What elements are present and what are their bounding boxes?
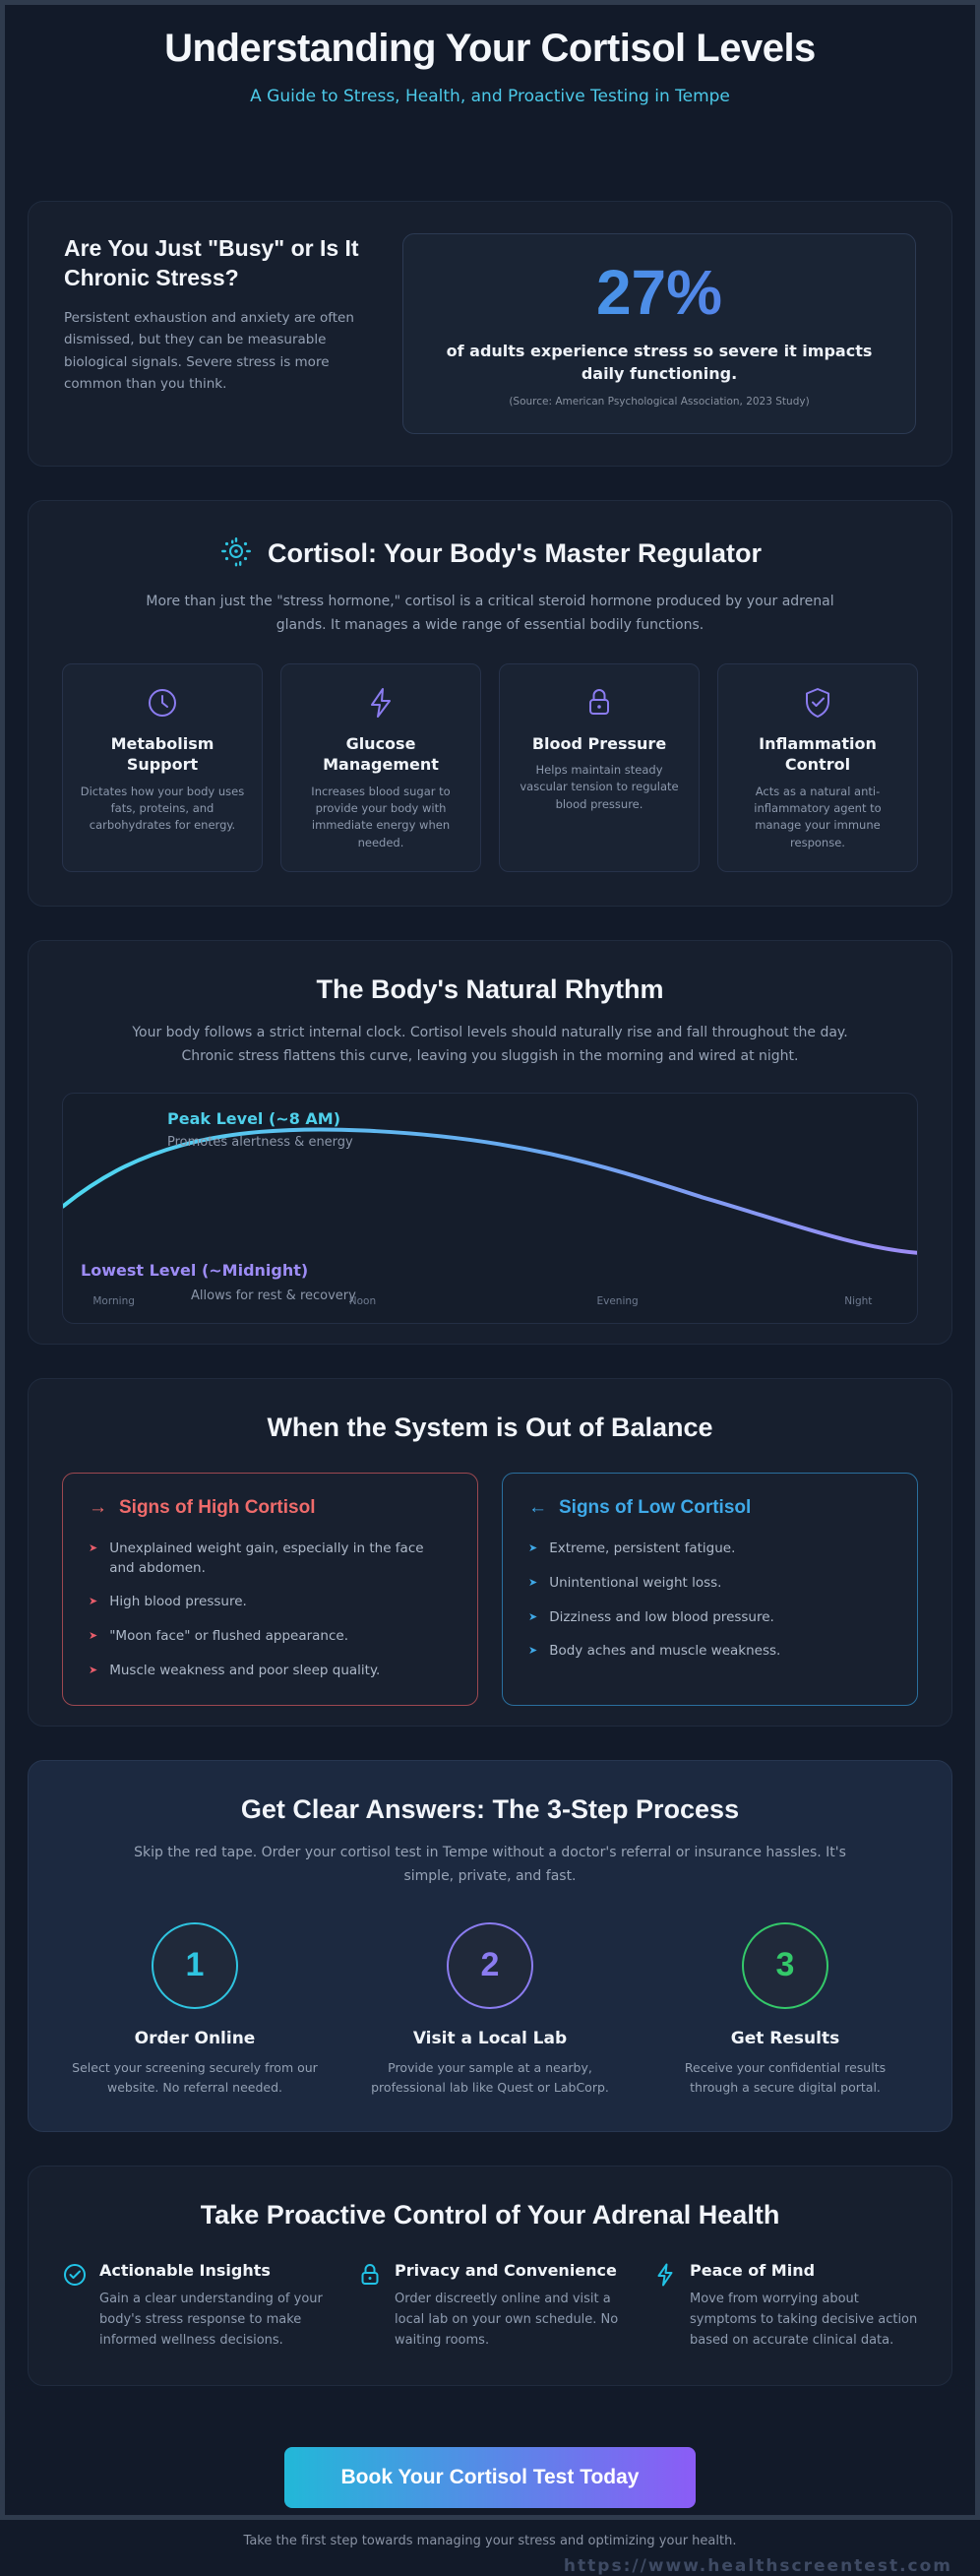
clock-icon — [77, 684, 248, 722]
triangle-bullet-icon: ➤ — [89, 1595, 98, 1608]
cortisol-rhythm-chart: Peak Level (~8 AM) Promotes alertness & … — [62, 1092, 918, 1324]
intro-body: Persistent exhaustion and anxiety are of… — [64, 309, 354, 392]
high-cortisol-title: Signs of High Cortisol — [119, 1496, 316, 1518]
lock-icon — [514, 684, 685, 722]
triangle-bullet-icon: ➤ — [528, 1644, 538, 1658]
feature-privacy-convenience: Privacy and Convenience Order discreetly… — [357, 2260, 623, 2352]
x-axis-label-morning: Morning — [92, 1294, 135, 1307]
step-get-results: 3 Get Results Receive your confidential … — [652, 1921, 918, 2098]
step-order-online: 1 Order Online Select your screening sec… — [62, 1921, 328, 2098]
list-item: ➤Unexplained weight gain, especially in … — [89, 1539, 452, 1579]
step-title: Get Results — [730, 2028, 840, 2048]
cortisol-curve — [63, 1127, 917, 1255]
process-body: Skip the red tape. Order your cortisol t… — [134, 1844, 846, 1885]
intro-heading: Are You Just "Busy" or Is It Chronic Str… — [64, 235, 359, 291]
card-title: Metabolism Support — [110, 733, 214, 775]
lightning-icon — [652, 2260, 678, 2352]
molecule-icon — [218, 534, 254, 574]
triangle-bullet-icon: ➤ — [528, 1575, 538, 1589]
card-title: Glucose Management — [323, 733, 439, 775]
feature-peace-of-mind: Peace of Mind Move from worrying about s… — [652, 2260, 918, 2352]
step-number-badge: 1 — [152, 1921, 238, 2009]
page-title: Understanding Your Cortisol Levels — [164, 27, 816, 70]
shield-check-icon — [732, 684, 903, 722]
lowest-level-label: Lowest Level (~Midnight) — [81, 1260, 309, 1280]
peak-level-sublabel: Promotes alertness & energy — [167, 1134, 353, 1150]
card-metabolism-support: Metabolism Support Dictates how your bod… — [62, 662, 263, 872]
section-rhythm: The Body's Natural Rhythm Your body foll… — [28, 939, 952, 1345]
list-item: ➤Extreme, persistent fatigue. — [528, 1539, 891, 1559]
rhythm-heading: The Body's Natural Rhythm — [316, 974, 664, 1004]
rhythm-body: Your body follows a strict internal cloc… — [132, 1024, 848, 1065]
section-process: Get Clear Answers: The 3-Step Process Sk… — [28, 1759, 952, 2132]
balance-heading: When the System is Out of Balance — [267, 1412, 713, 1442]
lowest-level-sublabel: Allows for rest & recovery — [191, 1288, 356, 1303]
cta-tagline: Take the first step towards managing you… — [243, 2533, 737, 2548]
book-test-button[interactable]: Book Your Cortisol Test Today — [283, 2446, 697, 2508]
step-visit-lab: 2 Visit a Local Lab Provide your sample … — [357, 1921, 623, 2098]
step-body: Receive your confidential results throug… — [684, 2059, 887, 2095]
triangle-bullet-icon: ➤ — [89, 1664, 98, 1677]
feature-title: Peace of Mind — [690, 2260, 816, 2280]
stat-card: 27% of adults experience stress so sever… — [402, 233, 916, 434]
feature-body: Order discreetly online and visit a loca… — [395, 2292, 619, 2348]
check-circle-icon — [62, 2260, 88, 2352]
low-cortisol-panel: ← Signs of Low Cortisol ➤Extreme, persis… — [502, 1472, 918, 1706]
card-body: Dictates how your body uses fats, protei… — [80, 784, 245, 833]
lightning-icon — [295, 684, 466, 722]
stat-value: 27% — [433, 259, 886, 326]
feature-title: Privacy and Convenience — [395, 2260, 617, 2280]
regulator-body: More than just the "stress hormone," cor… — [146, 593, 834, 634]
triangle-bullet-icon: ➤ — [528, 1540, 538, 1554]
card-title: Inflammation Control — [759, 733, 877, 775]
low-cortisol-title: Signs of Low Cortisol — [559, 1496, 752, 1518]
x-axis-label-evening: Evening — [596, 1294, 639, 1307]
list-item: ➤Dizziness and low blood pressure. — [528, 1607, 891, 1628]
feature-body: Move from worrying about symptoms to tak… — [690, 2292, 918, 2348]
stat-source: (Source: American Psychological Associat… — [509, 395, 810, 408]
step-body: Select your screening securely from our … — [72, 2059, 318, 2095]
process-heading: Get Clear Answers: The 3-Step Process — [240, 1793, 740, 1824]
step-title: Visit a Local Lab — [412, 2028, 568, 2048]
card-body: Acts as a natural anti-inflammatory agen… — [754, 784, 882, 849]
feature-body: Gain a clear understanding of your body'… — [99, 2292, 323, 2348]
triangle-bullet-icon: ➤ — [89, 1629, 98, 1643]
section-intro: Are You Just "Busy" or Is It Chronic Str… — [28, 201, 952, 467]
section-balance: When the System is Out of Balance → Sign… — [28, 1377, 952, 1727]
section-control: Take Proactive Control of Your Adrenal H… — [28, 2165, 952, 2386]
x-axis-label-night: Night — [844, 1294, 873, 1307]
arrow-right-icon: → — [89, 1496, 107, 1518]
card-blood-pressure: Blood Pressure Helps maintain steady vas… — [499, 662, 700, 872]
arrow-left-icon: ← — [528, 1496, 547, 1518]
peak-level-label: Peak Level (~8 AM) — [167, 1108, 341, 1128]
card-inflammation-control: Inflammation Control Acts as a natural a… — [717, 662, 918, 872]
feature-actionable-insights: Actionable Insights Gain a clear underst… — [62, 2260, 328, 2352]
triangle-bullet-icon: ➤ — [89, 1540, 98, 1554]
list-item: ➤"Moon face" or flushed appearance. — [89, 1626, 452, 1647]
step-body: Provide your sample at a nearby, profess… — [371, 2059, 609, 2095]
x-axis-label-noon: Noon — [348, 1294, 377, 1307]
list-item: ➤High blood pressure. — [89, 1592, 452, 1612]
page-subtitle: A Guide to Stress, Health, and Proactive… — [250, 87, 730, 106]
section-regulator: Cortisol: Your Body's Master Regulator M… — [28, 499, 952, 907]
regulator-heading: Cortisol: Your Body's Master Regulator — [268, 538, 762, 569]
triangle-bullet-icon: ➤ — [528, 1609, 538, 1623]
card-glucose-management: Glucose Management Increases blood sugar… — [280, 662, 481, 872]
list-item: ➤Muscle weakness and poor sleep quality. — [89, 1661, 452, 1681]
step-title: Order Online — [134, 2028, 256, 2048]
list-item: ➤Unintentional weight loss. — [528, 1573, 891, 1594]
list-item: ➤Body aches and muscle weakness. — [528, 1641, 891, 1662]
step-number-badge: 2 — [447, 1921, 533, 2009]
stat-caption: of adults experience stress so severe it… — [446, 342, 873, 384]
card-title: Blood Pressure — [531, 733, 667, 753]
lock-icon — [357, 2260, 383, 2352]
site-url: https://www.healthscreentest.com — [563, 2555, 952, 2576]
step-number-badge: 3 — [742, 1921, 828, 2009]
card-body: Helps maintain steady vascular tension t… — [520, 763, 679, 811]
card-body: Increases blood sugar to provide your bo… — [311, 784, 451, 849]
control-heading: Take Proactive Control of Your Adrenal H… — [200, 2199, 780, 2230]
feature-title: Actionable Insights — [99, 2260, 271, 2280]
high-cortisol-panel: → Signs of High Cortisol ➤Unexplained we… — [62, 1472, 478, 1706]
